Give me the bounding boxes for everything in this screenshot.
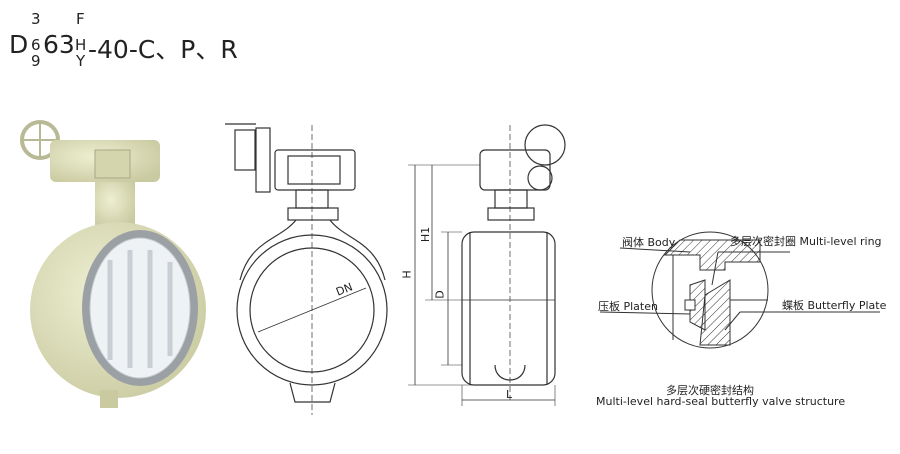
butterfly-plate-label: 蝶板 Butterfly Plate (782, 299, 887, 312)
title-prefix: D (9, 30, 29, 59)
body-label: 阀体 Body (622, 236, 676, 249)
front-view-drawing (225, 123, 388, 415)
title-letter-mid: H (75, 36, 87, 54)
h1-label: H1 (419, 226, 433, 243)
seal-detail-drawing (599, 231, 880, 349)
h-label: H (400, 270, 414, 279)
platen-label: 压板 Platen (598, 300, 658, 313)
side-view-drawing (408, 124, 566, 406)
title-letter-bottom: Y (76, 52, 86, 70)
d-label: D (433, 290, 447, 299)
title-suffix: -40-C、P、R (88, 35, 238, 64)
caption-en: Multi-level hard-seal butterfly valve st… (596, 395, 846, 408)
title-digit-mid: 6 (31, 36, 41, 54)
valve-photo (20, 120, 206, 408)
ring-label: 多层次密封圈 Multi-level ring (730, 235, 882, 248)
title-digit-bottom: 9 (31, 52, 41, 70)
caption-cn: 多层次硬密封结构 (666, 384, 754, 397)
title-letter-top: F (76, 10, 85, 28)
title-digit-top: 3 (31, 10, 41, 28)
l-label: L (506, 388, 513, 401)
title-middle: 63 (43, 30, 75, 59)
